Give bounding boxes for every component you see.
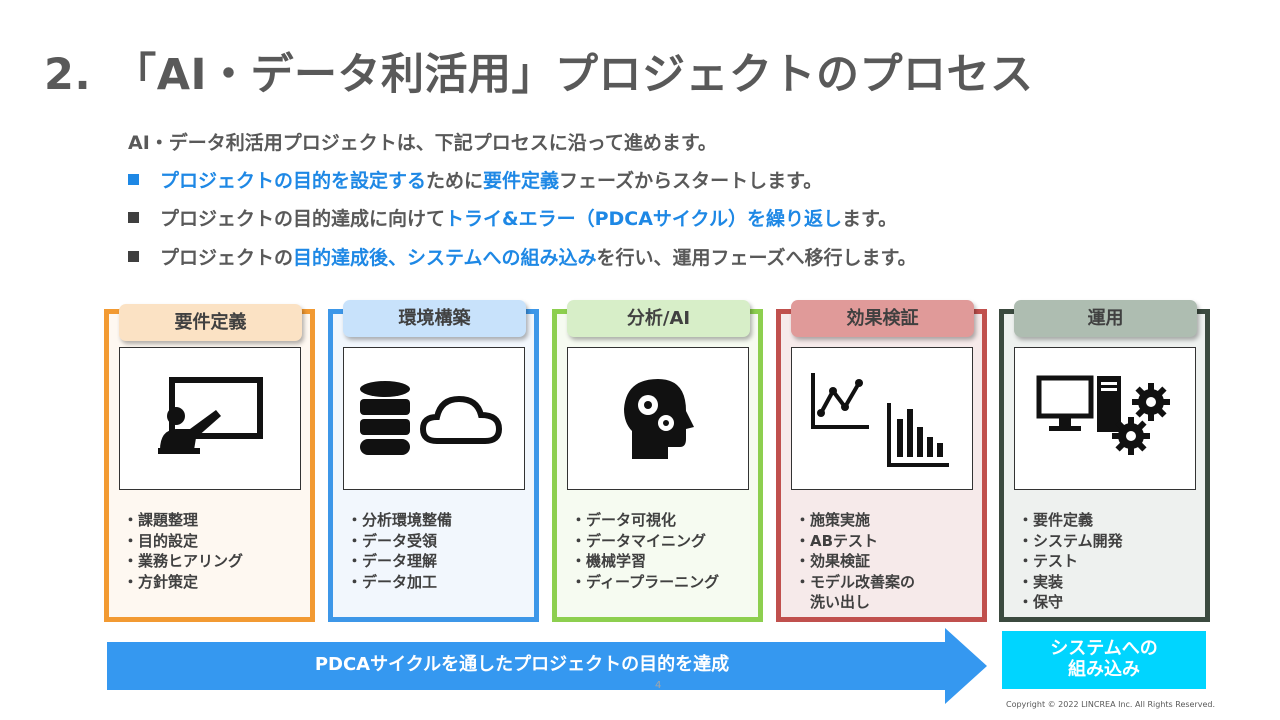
list-item: 業務ヒアリング [123,551,243,572]
stage-label: 分析/AI [567,300,750,337]
list-item: 分析環境整備 [347,510,452,531]
list-item: ディープラーニング [571,572,719,593]
page-title: 2. 「AI・データ利活用」プロジェクトのプロセス [44,50,1034,100]
stage-evaluation: 効果検証 施策実施 ABテスト 効果検証 モデル改善案の 洗い出し [776,300,987,622]
bullet-1: プロジェクトの目的を設定するために要件定義フェーズからスタートします。 [128,166,822,193]
list-item: データ理解 [347,551,452,572]
presentation-icon [158,376,263,454]
stage-label: 運用 [1014,300,1197,337]
list-item: モデル改善案の [795,572,915,593]
stage-items: データ可視化 データマイニング 機械学習 ディープラーニング [571,510,719,592]
list-item: 課題整理 [123,510,243,531]
list-item: 要件定義 [1018,510,1123,531]
stage-items: 分析環境整備 データ受領 データ理解 データ加工 [347,510,452,592]
stage-environment: 環境構築 分析環境整備 データ受領 データ理解 データ加工 [328,300,539,622]
pdca-arrow [107,628,987,704]
stage-illustration [119,347,301,490]
stage-items: 要件定義 システム開発 テスト 実装 保守 [1018,510,1123,613]
stage-illustration [343,347,525,490]
database-cloud-icon [360,380,503,455]
bullet-2: プロジェクトの目的達成に向けてトライ&エラー（PDCAサイクル）を繰り返します。 [128,204,897,231]
stage-analysis: 分析/AI データ可視化 データマイニング 機械学習 ディープラーニング [552,300,763,622]
bullet-square-icon [128,174,139,185]
stage-label: 環境構築 [343,300,526,337]
computer-gears-icon [1036,375,1170,455]
list-item: データ受領 [347,531,452,552]
list-item: 実装 [1018,572,1123,593]
bullet-3: プロジェクトの目的達成後、システムへの組み込みを行い、運用フェーズへ移行します。 [128,243,917,270]
stage-items: 施策実施 ABテスト 効果検証 モデル改善案の 洗い出し [795,510,915,613]
list-item: テスト [1018,551,1123,572]
stage-requirements: 要件定義 課題整理 目的設定 業務ヒアリング 方針策定 [104,304,315,622]
system-integration-box: システムへの 組み込み [1002,631,1206,689]
list-item: 方針策定 [123,572,243,593]
list-item: 機械学習 [571,551,719,572]
list-item: データ加工 [347,572,452,593]
pdca-arrow-label: PDCAサイクルを通したプロジェクトの目的を達成 [314,654,730,675]
list-item: 目的設定 [123,531,243,552]
list-item: システム開発 [1018,531,1123,552]
stage-illustration [791,347,973,490]
charts-icon [811,372,949,467]
list-item: 効果検証 [795,551,915,572]
stage-illustration [1014,347,1196,490]
list-item: 洗い出し [810,593,871,611]
bullet-square-icon [128,251,139,262]
stage-illustration [567,347,749,490]
ai-head-gears-icon [624,378,694,459]
list-item: データマイニング [571,531,719,552]
stage-items: 課題整理 目的設定 業務ヒアリング 方針策定 [123,510,243,592]
page-number: 4 [655,680,662,691]
intro-text: AI・データ利活用プロジェクトは、下記プロセスに沿って進めます。 [128,132,717,154]
stage-label: 要件定義 [119,304,302,341]
copyright: Copyright © 2022 LINCREA Inc. All Rights… [1006,700,1216,709]
stage-operation: 運用 [999,300,1210,622]
list-item: 保守 [1018,592,1123,613]
list-item: 施策実施 [795,510,915,531]
stage-label: 効果検証 [791,300,974,337]
list-item: ABテスト [795,531,915,552]
list-item: データ可視化 [571,510,719,531]
bullet-square-icon [128,212,139,223]
